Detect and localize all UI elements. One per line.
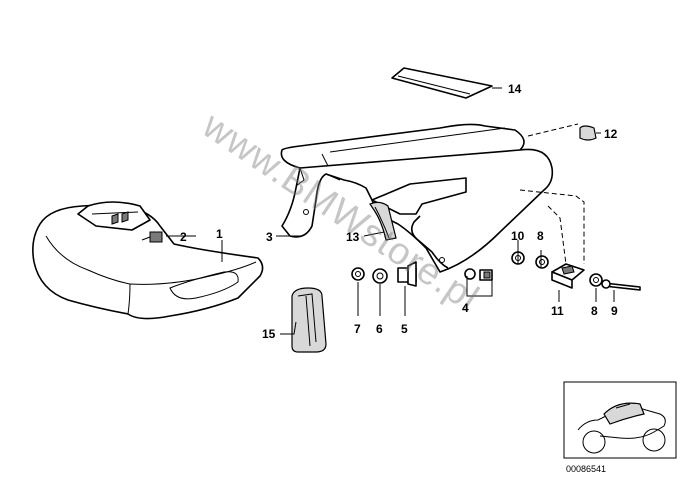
callout-1: 1 bbox=[216, 227, 223, 241]
callout-15: 15 bbox=[262, 327, 276, 341]
part-6-washer bbox=[372, 268, 388, 284]
part-14-pad bbox=[391, 67, 493, 99]
callout-6: 6 bbox=[376, 322, 383, 336]
callout-11: 11 bbox=[551, 304, 564, 318]
part-8-washer-right bbox=[589, 273, 603, 287]
part-9-bolt bbox=[601, 279, 641, 291]
part-5-bolt bbox=[397, 261, 417, 287]
callout-8b: 8 bbox=[591, 304, 598, 318]
part-2-screw bbox=[141, 231, 163, 243]
callout-10: 10 bbox=[511, 229, 525, 243]
part-3-seat-cowl bbox=[280, 123, 554, 273]
part-7-nut bbox=[351, 267, 365, 281]
callout-12: 12 bbox=[604, 127, 618, 141]
callout-9: 9 bbox=[611, 304, 618, 318]
part-1-seat bbox=[32, 201, 264, 320]
part-11-lock-bracket bbox=[551, 263, 585, 289]
callout-5: 5 bbox=[401, 322, 408, 336]
thumbnail-inset bbox=[563, 381, 677, 459]
leader-lines bbox=[166, 87, 615, 335]
part-8-washer-left bbox=[535, 255, 549, 269]
callout-14: 14 bbox=[508, 82, 522, 96]
callout-3: 3 bbox=[266, 230, 273, 244]
part-13-rubber-strip bbox=[369, 201, 397, 241]
callout-8a: 8 bbox=[537, 229, 544, 243]
callout-13: 13 bbox=[346, 230, 360, 244]
part-4-screws bbox=[464, 268, 493, 281]
part-12-cap bbox=[579, 125, 597, 141]
callout-2: 2 bbox=[180, 230, 187, 244]
diagram-code: 00086541 bbox=[566, 464, 606, 474]
callout-4: 4 bbox=[462, 301, 469, 315]
part-15-rubber-mount bbox=[291, 287, 327, 353]
callout-labels: 1 2 3 4 5 6 7 8 8 9 10 11 12 13 14 15 bbox=[180, 82, 618, 341]
callout-7: 7 bbox=[354, 322, 361, 336]
